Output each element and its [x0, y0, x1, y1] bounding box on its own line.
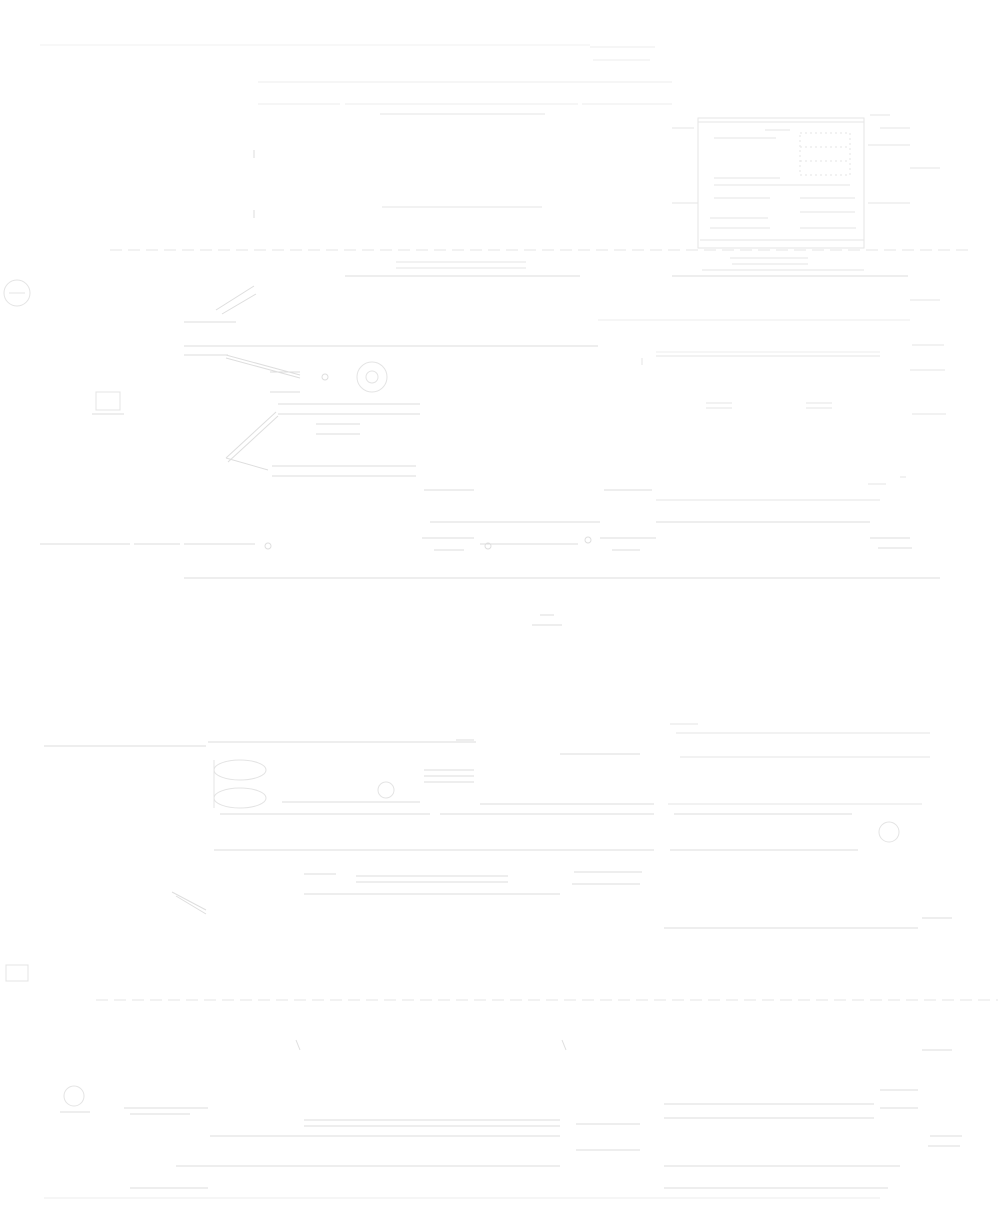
upper-panel — [3, 44, 970, 626]
lower-left-small-box — [5, 964, 29, 982]
calendar-grid — [799, 132, 851, 176]
lower-stacked-lines — [282, 739, 654, 805]
center-circuit-cluster — [270, 361, 420, 477]
right-rect-block — [641, 299, 946, 501]
left-circle-node — [3, 279, 31, 307]
coil-glyph-left — [213, 759, 267, 809]
lower-left-circle — [63, 1085, 85, 1107]
right-glyph-row — [668, 723, 930, 843]
upper-center-block — [253, 81, 672, 218]
lower-bus-lines — [171, 813, 952, 929]
upper-bus-lines — [184, 261, 910, 356]
upper-right-grid-block — [672, 114, 940, 271]
left-small-box — [95, 391, 121, 411]
center-gauge-circle — [356, 361, 388, 393]
upper-lower-bus — [40, 489, 912, 551]
lower-panel — [5, 723, 998, 1199]
lower-bottom-lines — [44, 1039, 962, 1199]
left-diagonal-wires — [184, 285, 301, 471]
